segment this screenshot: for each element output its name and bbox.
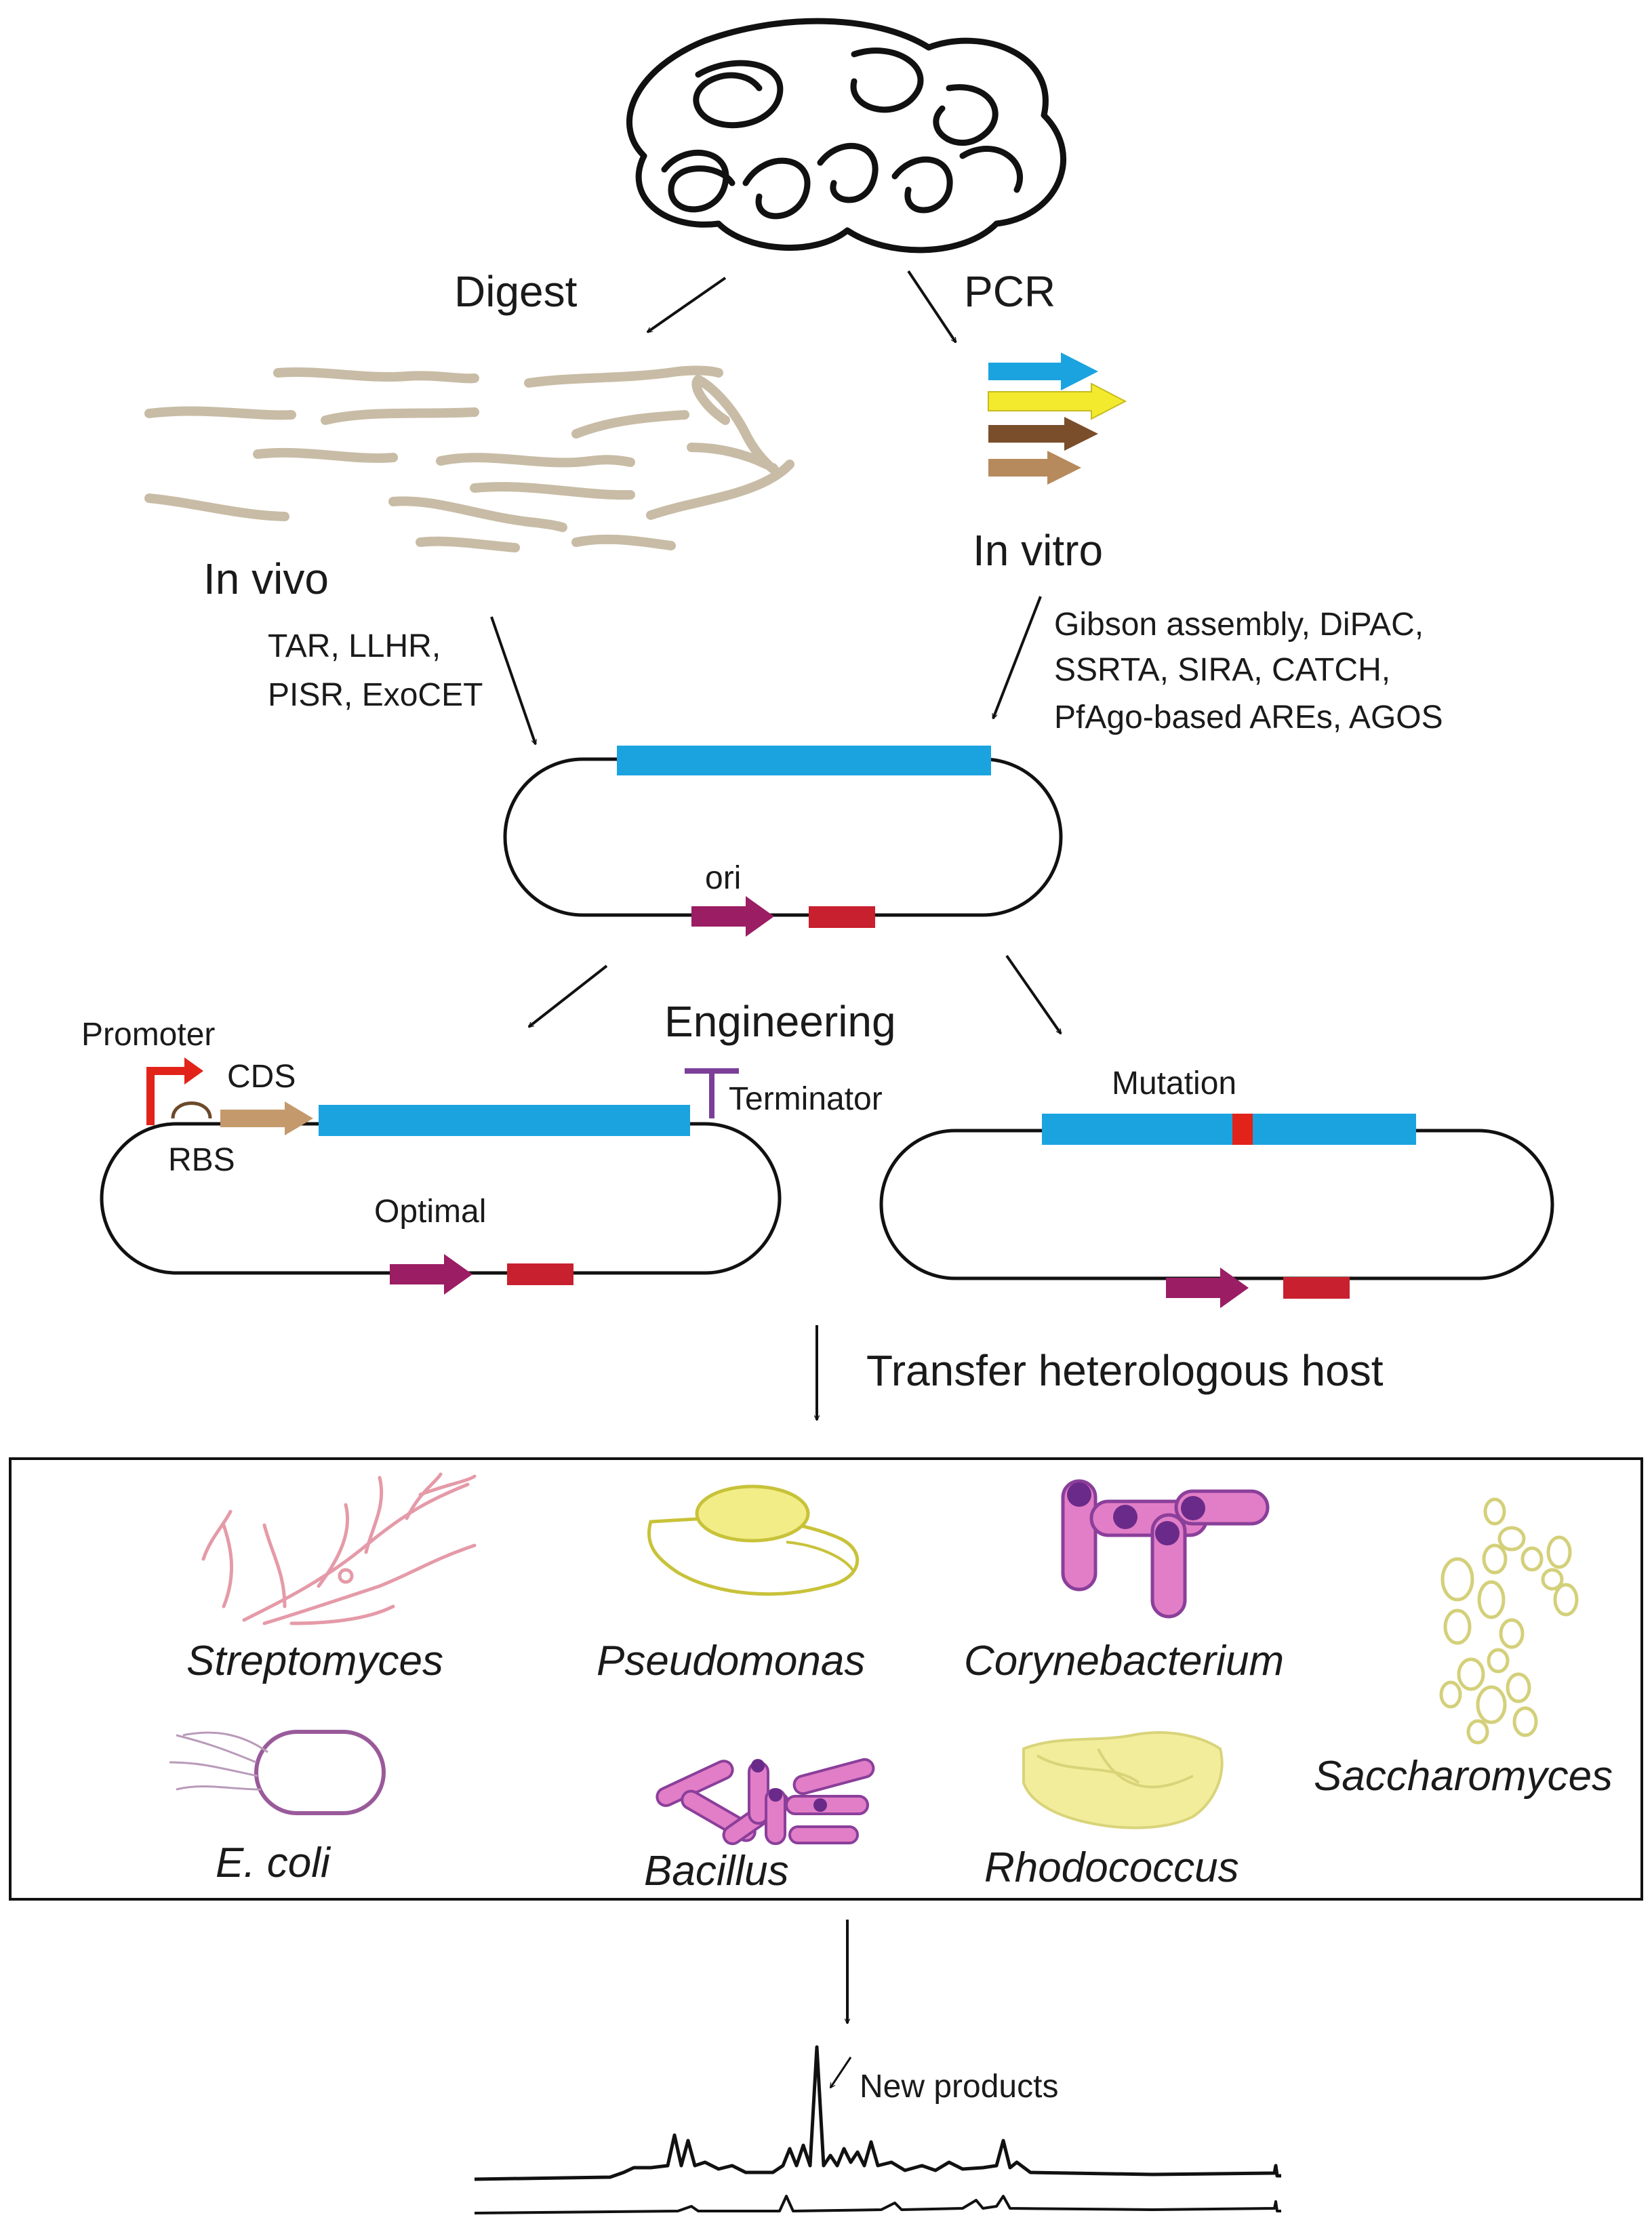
in-vitro-arrow bbox=[992, 596, 1042, 718]
host-bacillus: Bacillus bbox=[644, 1848, 789, 1895]
host-panel bbox=[9, 1457, 1643, 1901]
pcr-amplicons-icon bbox=[988, 352, 1127, 485]
gene-cluster-bar bbox=[617, 746, 991, 775]
terminator-icon bbox=[685, 1068, 739, 1118]
host-corynebacterium: Corynebacterium bbox=[964, 1638, 1285, 1684]
promoter-icon bbox=[146, 1067, 190, 1125]
bacillus-icon bbox=[656, 1758, 875, 1846]
rbs-icon bbox=[171, 1101, 212, 1119]
optimal-ori-arrow-icon bbox=[390, 1254, 472, 1295]
rbs-label: RBS bbox=[168, 1142, 235, 1178]
pseudomonas-icon bbox=[647, 1484, 860, 1596]
in-vivo-methods-line1: TAR, LLHR, bbox=[268, 628, 441, 664]
ori-arrow-icon bbox=[691, 896, 774, 937]
terminator-label: Terminator bbox=[729, 1081, 883, 1117]
in-vitro-label: In vitro bbox=[973, 526, 1104, 575]
mutation-plasmid bbox=[879, 1114, 1554, 1308]
promoter-label: Promoter bbox=[81, 1017, 216, 1053]
cds-arrow-icon bbox=[220, 1101, 313, 1135]
digest-arrow bbox=[647, 277, 727, 333]
corynebacterium-icon bbox=[1061, 1479, 1270, 1619]
mutation-ori-arrow-icon bbox=[1166, 1268, 1249, 1308]
new-products-pointer-arrow bbox=[829, 2057, 852, 2088]
in-vitro-methods-line1: Gibson assembly, DiPAC, bbox=[1054, 607, 1424, 643]
engineering-right-arrow bbox=[1005, 954, 1062, 1034]
mutation-gene-cluster-bar bbox=[1042, 1114, 1416, 1145]
optimal-marker-bar bbox=[507, 1263, 573, 1285]
dna-fragments-icon bbox=[144, 365, 794, 552]
pcr-arrow bbox=[907, 270, 957, 342]
optimal-label: Optimal bbox=[374, 1194, 487, 1230]
chromatogram-trace-top bbox=[474, 2045, 1281, 2181]
in-vitro-methods-line2: SSRTA, SIRA, CATCH, bbox=[1054, 652, 1391, 688]
host-streptomyces: Streptomyces bbox=[186, 1638, 444, 1684]
rhodococcus-icon bbox=[1022, 1731, 1224, 1829]
marker-bar bbox=[809, 906, 875, 928]
assembled-plasmid bbox=[503, 746, 1063, 937]
engineering-label: Engineering bbox=[664, 997, 896, 1046]
in-vivo-methods-line2: PISR, ExoCET bbox=[268, 677, 483, 713]
in-vitro-methods-line3: PfAgo-based AREs, AGOS bbox=[1054, 700, 1443, 735]
in-vivo-arrow bbox=[490, 616, 536, 744]
optimal-gene-cluster-bar bbox=[319, 1105, 690, 1136]
streptomyces-icon bbox=[201, 1472, 477, 1625]
e-coli-icon bbox=[169, 1730, 386, 1815]
saccharomyces-icon bbox=[1439, 1497, 1579, 1745]
mutation-site-bar bbox=[1232, 1114, 1253, 1145]
engineering-left-arrow bbox=[529, 965, 608, 1028]
host-rhodococcus: Rhodococcus bbox=[984, 1844, 1239, 1891]
digest-label: Digest bbox=[454, 267, 578, 316]
mutation-label: Mutation bbox=[1112, 1066, 1237, 1101]
in-vivo-label: In vivo bbox=[203, 554, 329, 603]
pcr-label: PCR bbox=[964, 267, 1056, 316]
cds-label: CDS bbox=[227, 1059, 296, 1095]
chromatogram-trace-bottom bbox=[474, 2195, 1281, 2214]
promoter-arrowhead-icon bbox=[184, 1057, 203, 1085]
new-products-label: New products bbox=[860, 2069, 1059, 2105]
host-saccharomyces: Saccharomyces bbox=[1314, 1753, 1613, 1800]
host-e-coli: E. coli bbox=[216, 1840, 330, 1886]
ori-label: ori bbox=[705, 860, 742, 896]
host-pseudomonas: Pseudomonas bbox=[597, 1638, 866, 1684]
optimal-plasmid bbox=[100, 1057, 782, 1295]
transfer-label: Transfer heterologous host bbox=[866, 1346, 1384, 1395]
mutation-marker-bar bbox=[1283, 1277, 1350, 1299]
genomic-dna-icon bbox=[626, 18, 1066, 254]
